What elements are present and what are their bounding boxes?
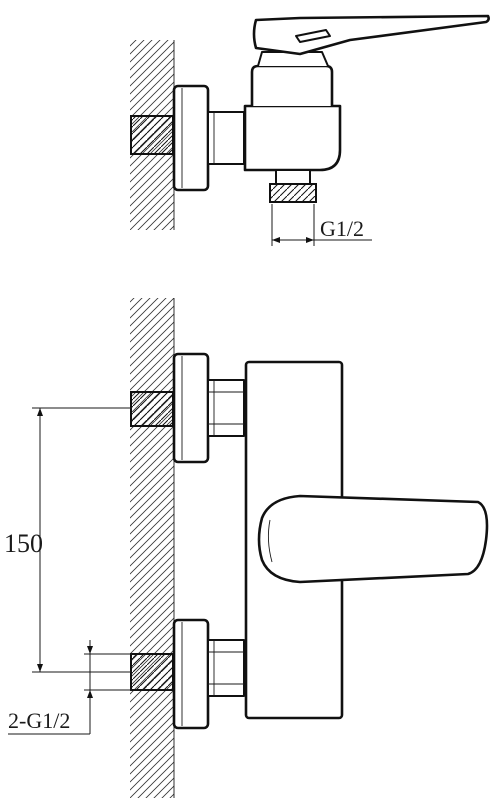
- inlet-spacing-label: 150: [4, 529, 43, 558]
- connector-nut-top: [207, 111, 245, 165]
- inlet-spacing-dimension: 150: [4, 407, 132, 673]
- lever-handle-side: [252, 14, 490, 56]
- inlet-pipe-top: [130, 115, 174, 155]
- bottom-outlet-thread: [269, 169, 317, 203]
- lever-handle-front: [257, 494, 489, 584]
- outlet-thread-dimension: G1/2: [271, 204, 372, 246]
- upper-inlet: [130, 352, 245, 464]
- lower-inlet: [130, 618, 245, 730]
- side-view: G1/2: [130, 14, 490, 246]
- wall-flange-top: [172, 84, 210, 192]
- outlet-thread-label: G1/2: [320, 216, 364, 241]
- mixer-body-side: [243, 104, 342, 172]
- inlet-thread-dimension: 2-G1/2: [8, 640, 132, 735]
- cartridge-collar: [250, 51, 334, 106]
- wall-section-bottom: [130, 298, 175, 798]
- inlet-thread-label: 2-G1/2: [8, 708, 70, 733]
- front-view: 150 2-G1/2: [4, 298, 489, 798]
